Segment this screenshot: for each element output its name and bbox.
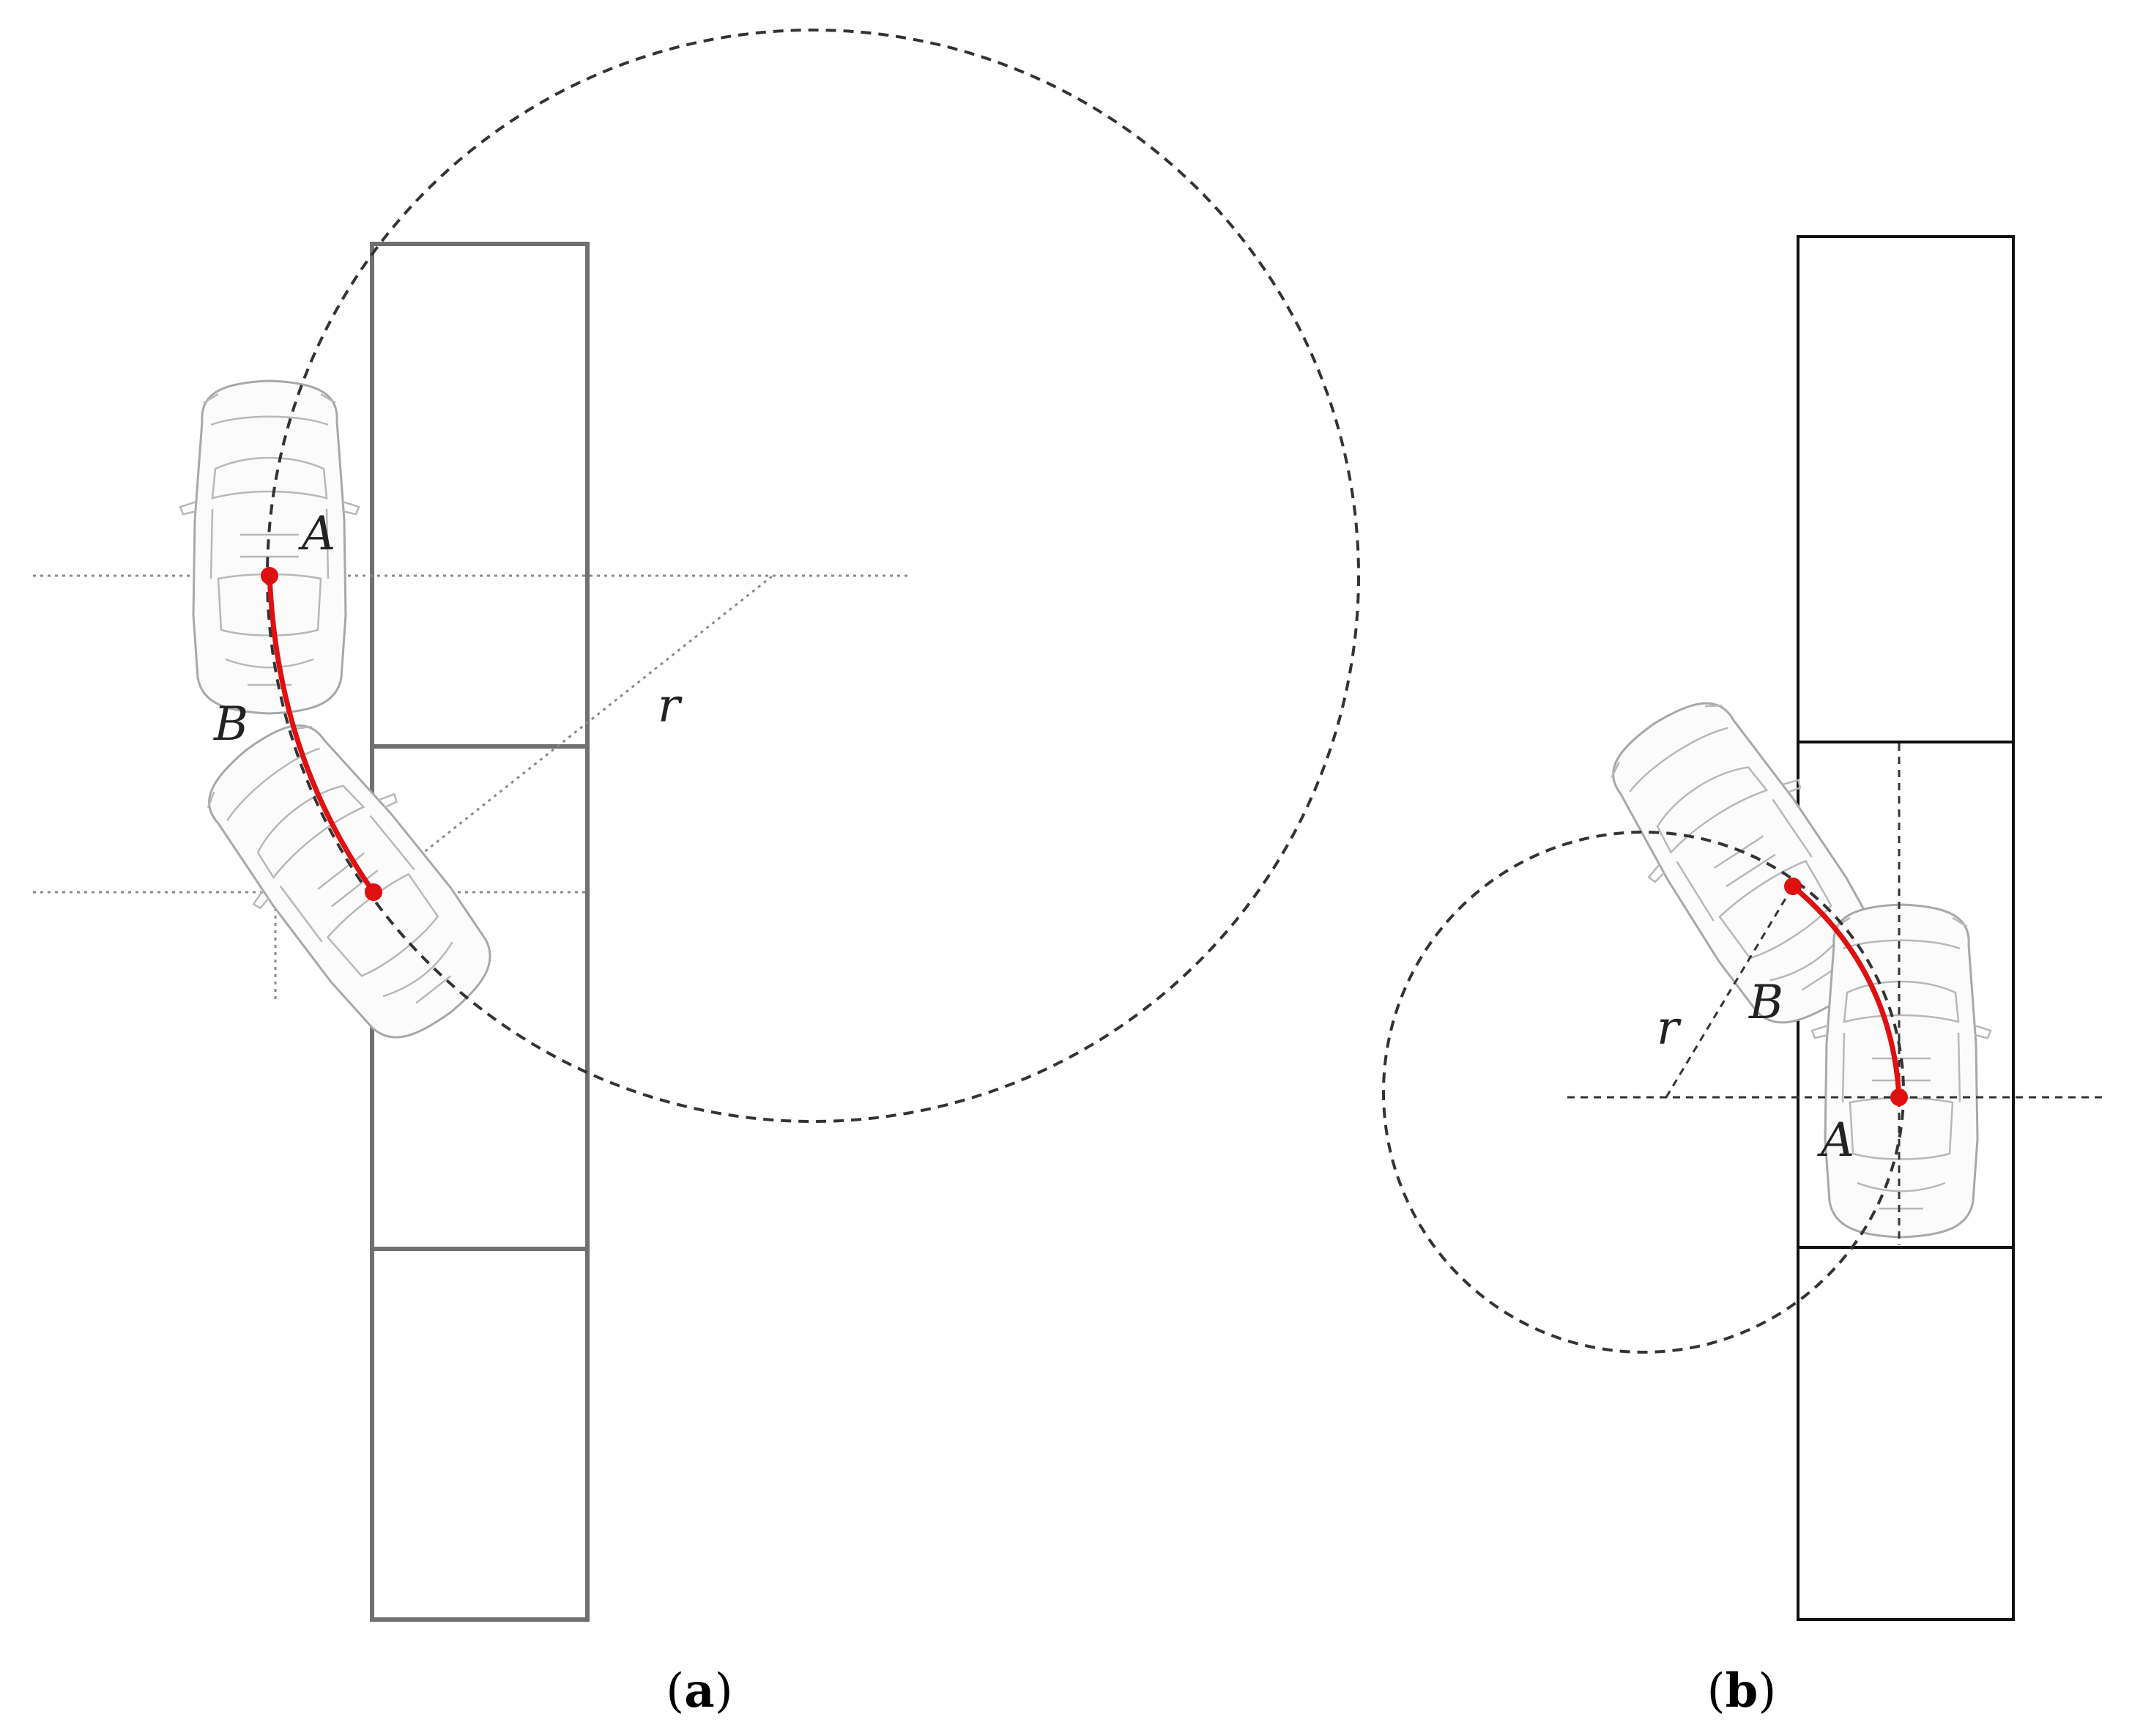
panel-b: B A r (b)	[1382, 235, 2102, 1718]
panel-a-caption: (a)	[666, 1663, 732, 1718]
panel-b-radius-line	[1665, 886, 1794, 1098]
panel-b-point-a-dot	[1890, 1088, 1908, 1106]
panel-b-slot-top	[1797, 235, 2015, 743]
panel-a-label-a: A	[298, 507, 335, 561]
panel-a-radius-line	[373, 574, 773, 894]
panel-b-car-position-a	[1810, 903, 1992, 1239]
panel-a: A B r (a)	[33, 29, 1360, 1718]
panel-a-trajectory	[267, 575, 376, 894]
panel-b-label-r: r	[1657, 1001, 1682, 1056]
panel-a-label-r: r	[658, 679, 683, 733]
panel-b-caption: (b)	[1707, 1663, 1777, 1718]
panel-b-guides	[1567, 743, 2102, 1245]
panel-a-caption-letter: a	[684, 1663, 714, 1718]
panel-a-caption-close: )	[715, 1664, 733, 1718]
panel-b-caption-open: (	[1707, 1664, 1726, 1718]
panel-b-slot-bottom	[1797, 1246, 2015, 1621]
panel-b-caption-close: )	[1758, 1664, 1776, 1718]
panel-a-slot-top	[370, 242, 590, 749]
panel-a-parking-slots	[370, 242, 590, 1622]
panel-a-point-a-dot	[261, 567, 278, 585]
panel-b-caption-letter: b	[1726, 1663, 1758, 1718]
panel-a-slot-bottom	[370, 1247, 590, 1622]
panel-b-label-a: A	[1817, 1113, 1854, 1168]
panel-a-label-b: B	[213, 697, 248, 752]
panel-a-guides	[33, 396, 912, 1000]
panel-b-label-b: B	[1748, 976, 1783, 1030]
panel-a-caption-open: (	[666, 1664, 684, 1718]
panel-b-trajectory	[1791, 884, 1902, 1098]
panel-b-point-b-dot	[1784, 878, 1802, 895]
panel-a-point-b-dot	[365, 883, 382, 901]
